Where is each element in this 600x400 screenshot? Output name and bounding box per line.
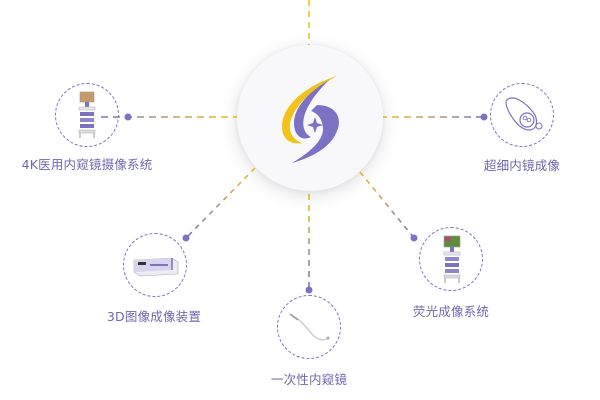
- endoscope-cart-icon: [78, 91, 96, 138]
- fluorescence-cart-icon: [443, 235, 461, 283]
- node-ultrafine-endoscope[interactable]: [490, 83, 554, 147]
- imaging-device-icon: [133, 257, 179, 277]
- label-disposable-endoscope: 一次性内窥镜: [270, 372, 348, 387]
- node-fluorescence-imaging[interactable]: [419, 227, 483, 291]
- connector-3d: [185, 167, 256, 239]
- label-fluorescence-imaging: 荧光成像系统: [412, 304, 490, 319]
- node-disposable-endoscope[interactable]: [277, 295, 341, 359]
- label-4k-system: 4K医用内窥镜摄像系统: [21, 157, 153, 172]
- label-3d-imaging: 3D图像成像装置: [106, 309, 202, 324]
- label-ultrafine-endoscope: 超细内镜成像: [483, 158, 561, 173]
- center-logo-circle: [237, 45, 383, 191]
- node-4k-system[interactable]: [55, 83, 119, 147]
- disposable-endoscope-icon: [289, 313, 330, 341]
- ultrafine-endoscope-tip-icon: [505, 97, 543, 131]
- connector-fluorescence: [359, 171, 415, 239]
- node-3d-imaging[interactable]: [123, 233, 187, 297]
- company-logo-icon: [282, 76, 339, 163]
